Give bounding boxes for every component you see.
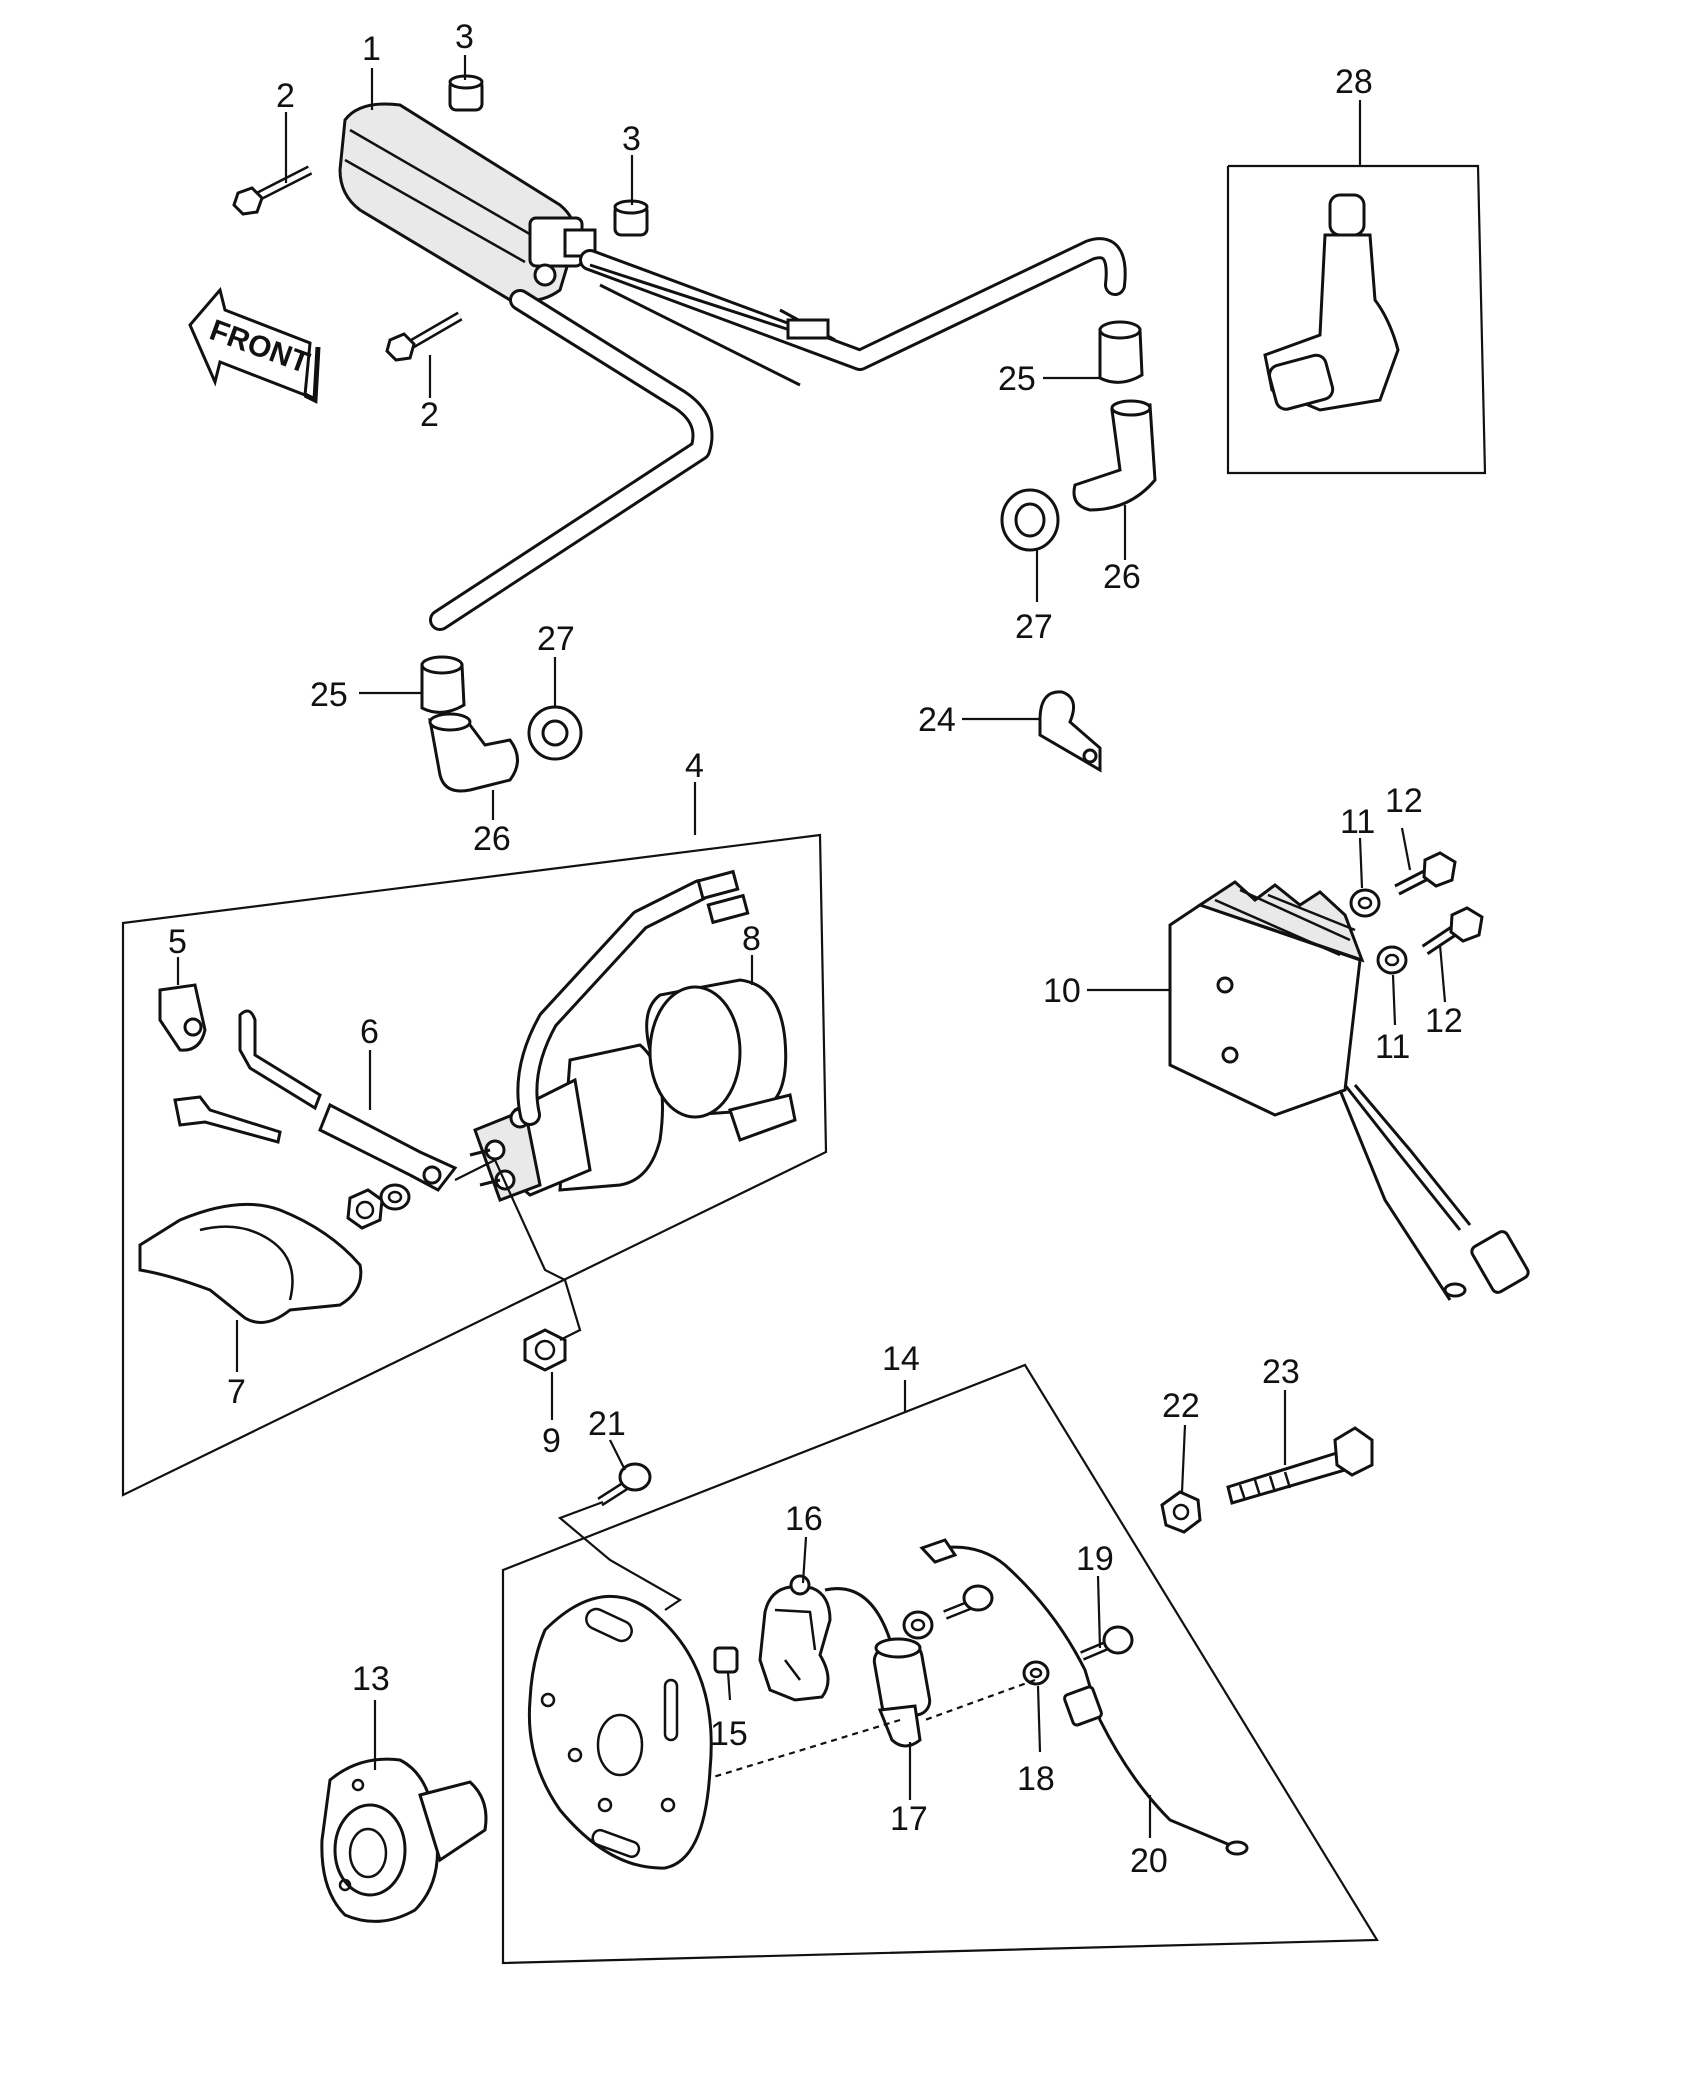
callout-3-lower: 3	[622, 120, 641, 158]
screw-21-route	[557, 1500, 683, 1611]
callout-12-lower: 12	[1425, 1002, 1463, 1040]
washer-11-lower	[1376, 945, 1408, 975]
callout-8: 8	[742, 920, 761, 958]
plug-cap-26-left	[428, 712, 519, 793]
callout-2-lower: 2	[420, 396, 439, 434]
lead-wire-20	[919, 1538, 1249, 1856]
battery-cable-5	[158, 983, 207, 1052]
contact-breaker-16	[758, 1574, 892, 1702]
callout-2-upper: 2	[276, 77, 295, 115]
breaker-hidden-leaders	[709, 1678, 1036, 1780]
callout-28: 28	[1335, 63, 1373, 101]
callout-24: 24	[918, 701, 956, 739]
callout-18: 18	[1017, 1760, 1055, 1798]
plug-cap-boot-25-right	[1098, 320, 1144, 384]
screw-19	[1080, 1625, 1134, 1661]
breaker-plate-14	[527, 1594, 713, 1870]
regulator-lead-wires	[1338, 1084, 1530, 1301]
cable-6	[173, 1009, 458, 1192]
spacer-3-upper	[448, 74, 484, 112]
callout-23: 23	[1262, 1353, 1300, 1391]
regulator-rectifier-10	[1168, 880, 1365, 1117]
plug-cap-boot-25-left	[420, 655, 466, 714]
spacer-3-lower	[613, 199, 649, 237]
bolt-12-lower	[1421, 906, 1484, 955]
callout-4: 4	[685, 747, 704, 785]
callout-19: 19	[1076, 1540, 1114, 1578]
ignition-coil	[338, 102, 597, 303]
wire-clamp-24	[1038, 690, 1102, 773]
washer-18	[1022, 1660, 1050, 1686]
group-box-14	[501, 1363, 1379, 1965]
seal-27-left	[527, 705, 583, 761]
nut-22	[1160, 1490, 1202, 1534]
bolt-12-upper	[1394, 851, 1457, 896]
washer-11-upper	[1349, 888, 1381, 918]
callout-15: 15	[710, 1715, 748, 1753]
group-box-28	[1226, 164, 1487, 475]
callout-13: 13	[352, 1660, 390, 1698]
callout-9: 9	[542, 1422, 561, 1460]
bolt-2-upper	[232, 165, 313, 216]
callout-21: 21	[588, 1405, 626, 1443]
callout-12-upper: 12	[1385, 782, 1423, 820]
starter-relay-body	[469, 1043, 664, 1202]
nut-9-route	[454, 1158, 582, 1341]
callout-20: 20	[1130, 1842, 1168, 1880]
callout-26-left: 26	[473, 820, 511, 858]
advancer-13	[320, 1757, 488, 1923]
callout-5: 5	[168, 923, 187, 961]
callout-1: 1	[362, 30, 381, 68]
bolt-23	[1226, 1426, 1374, 1505]
callout-11-lower: 11	[1375, 1028, 1410, 1066]
callout-6: 6	[360, 1013, 379, 1051]
felt-15	[713, 1646, 739, 1674]
callout-27-left: 27	[537, 620, 575, 658]
callout-16: 16	[785, 1500, 823, 1538]
callout-7: 7	[227, 1373, 246, 1411]
seal-27-right	[1000, 488, 1060, 552]
terminal-cover-7	[138, 1202, 363, 1324]
screw-21	[597, 1462, 652, 1507]
bolt-2-lower	[385, 311, 463, 362]
callout-25-right: 25	[998, 360, 1036, 398]
spark-plug-cap-28	[1263, 193, 1400, 412]
relay-harness-wires	[516, 869, 750, 1126]
leader-lines	[176, 55, 1447, 1838]
front-direction-arrow: FRONT	[188, 286, 321, 404]
plug-cap-26-right	[1072, 399, 1157, 512]
callout-26-right: 26	[1103, 558, 1141, 596]
callout-14: 14	[882, 1340, 920, 1378]
callout-11-upper: 11	[1340, 803, 1375, 841]
screw-washer-group-14	[902, 1584, 994, 1640]
condenser-17	[872, 1637, 932, 1748]
callout-3-upper: 3	[455, 18, 474, 56]
callout-labels: 1 2 2 3 3 28 25 26 27 25 27 26 24 4 5 6 …	[168, 18, 1463, 1880]
nut-9	[523, 1328, 567, 1372]
callout-22: 22	[1162, 1387, 1200, 1425]
rubber-cover-8	[645, 978, 797, 1142]
callout-25-left: 25	[310, 676, 348, 714]
high-tension-leads	[429, 237, 1127, 631]
callout-17: 17	[890, 1800, 928, 1838]
nut-washer-group-4	[346, 1183, 411, 1230]
callout-10: 10	[1043, 972, 1081, 1010]
group-box-4	[121, 833, 828, 1497]
callout-27-right: 27	[1015, 608, 1053, 646]
